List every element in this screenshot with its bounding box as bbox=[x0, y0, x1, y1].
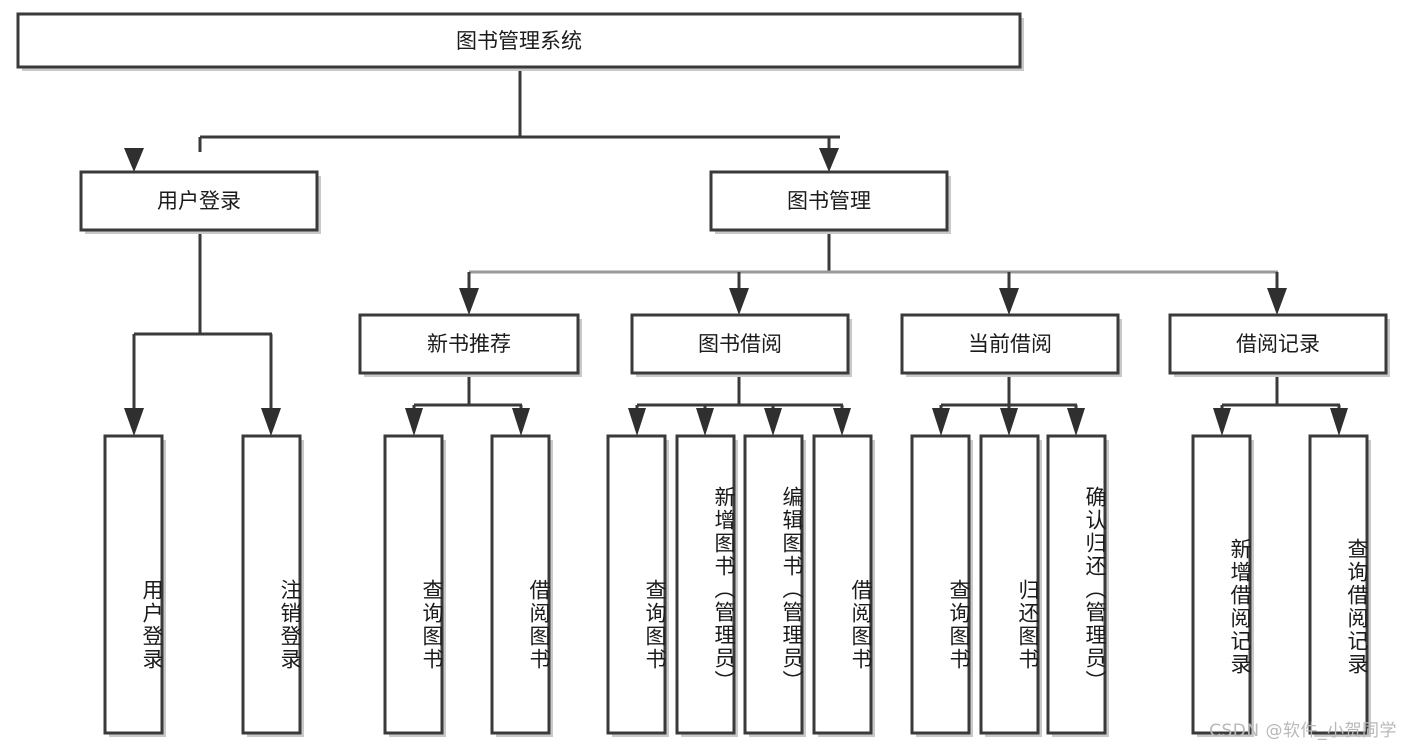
node-leaf-add-record[interactable] bbox=[1191, 434, 1254, 737]
arrowhead-leaf-confirm-return bbox=[1067, 408, 1085, 436]
node-leaf-confirm-return[interactable] bbox=[1046, 434, 1109, 737]
arrowhead-leaf-user-login bbox=[124, 408, 144, 436]
arrowhead-userlogin bbox=[124, 148, 144, 172]
arrowhead-leaf-query-book-2 bbox=[628, 408, 646, 436]
node-leaf-borrow-book-2[interactable] bbox=[812, 434, 875, 737]
node-current-borrow[interactable]: 当前借阅 bbox=[900, 313, 1122, 377]
node-leaf-query-book-3[interactable] bbox=[910, 434, 973, 737]
arrowhead-leaf-add-book bbox=[696, 408, 714, 436]
arrowhead-leaf-query-record bbox=[1330, 408, 1348, 436]
node-layer: 图书管理系统 用户登录 图书管理 新书推荐 bbox=[16, 12, 1390, 737]
node-book-borrow-label: 图书借阅 bbox=[698, 332, 782, 356]
arrowhead-bookborrow bbox=[729, 288, 749, 315]
node-book-borrow[interactable]: 图书借阅 bbox=[630, 313, 852, 377]
arrowhead-leaf-return-book bbox=[1000, 408, 1018, 436]
arrowhead-leaf-borrow-book-1 bbox=[512, 408, 530, 436]
arrowhead-borrowrecord bbox=[1267, 288, 1287, 315]
node-leaf-query-book-2[interactable] bbox=[606, 434, 669, 737]
node-leaf-borrow-book-1[interactable] bbox=[490, 434, 553, 737]
node-borrow-record[interactable]: 借阅记录 bbox=[1168, 313, 1390, 377]
node-borrow-record-label: 借阅记录 bbox=[1236, 332, 1320, 356]
arrowhead-leaf-logout bbox=[261, 408, 281, 436]
node-leaf-edit-book[interactable] bbox=[743, 434, 806, 737]
node-book-management-label: 图书管理 bbox=[787, 189, 871, 213]
node-leaf-add-book[interactable] bbox=[675, 434, 738, 737]
arrowhead-leaf-query-book-3 bbox=[932, 408, 950, 436]
node-book-management[interactable]: 图书管理 bbox=[709, 170, 951, 234]
arrowhead-leaf-borrow-book-2 bbox=[833, 408, 851, 436]
arrowhead-currentborrow bbox=[999, 288, 1019, 315]
node-current-borrow-label: 当前借阅 bbox=[968, 332, 1052, 356]
arrowhead-recommend bbox=[459, 288, 479, 315]
watermark-text: CSDN @软件_小贺同学 bbox=[1209, 721, 1397, 741]
node-new-book-recommend-label: 新书推荐 bbox=[427, 332, 511, 356]
node-leaf-query-book-1[interactable] bbox=[383, 434, 446, 737]
node-leaf-logout-login[interactable] bbox=[241, 434, 304, 737]
node-leaf-return-book[interactable] bbox=[979, 434, 1042, 737]
node-title-label: 图书管理系统 bbox=[456, 29, 582, 53]
node-new-book-recommend[interactable]: 新书推荐 bbox=[358, 313, 582, 377]
arrowhead-leaf-add-record bbox=[1213, 408, 1231, 436]
node-leaf-user-login[interactable] bbox=[103, 434, 166, 737]
arrowhead-leaf-edit-book bbox=[764, 408, 782, 436]
node-leaf-query-record[interactable] bbox=[1308, 434, 1371, 737]
arrowhead-bookmgmt bbox=[819, 148, 839, 172]
node-user-login[interactable]: 用户登录 bbox=[79, 170, 321, 234]
node-user-login-label: 用户登录 bbox=[157, 189, 241, 213]
arrowhead-leaf-query-book-1 bbox=[405, 408, 423, 436]
node-title[interactable]: 图书管理系统 bbox=[16, 12, 1024, 71]
arrowhead-layer bbox=[124, 148, 1348, 436]
